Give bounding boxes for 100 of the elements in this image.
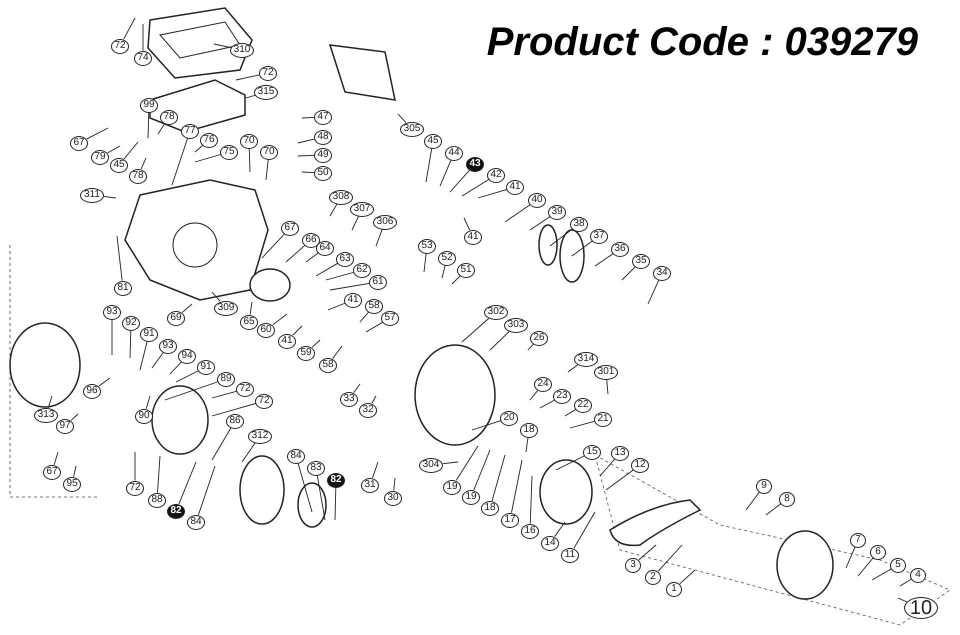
- leader-line: [572, 240, 593, 256]
- callout-number: 83: [307, 460, 325, 476]
- callout-number: 86: [226, 414, 244, 428]
- callout-number: 96: [83, 384, 101, 398]
- leader-line: [298, 154, 314, 156]
- leader-line: [442, 264, 446, 278]
- callout-number: 22: [574, 398, 592, 412]
- callout-number: 39: [548, 204, 566, 220]
- leader-line: [146, 396, 150, 410]
- leader-line: [103, 196, 116, 198]
- callout-number: 3: [625, 558, 641, 572]
- callout-number: 31: [361, 478, 379, 492]
- leader-line: [568, 364, 579, 372]
- leader-line: [330, 283, 370, 290]
- callout-number: 26: [530, 330, 548, 346]
- leader-line: [393, 478, 396, 491]
- callout-number: 40: [528, 192, 546, 208]
- leader-line: [214, 44, 232, 48]
- leader-line: [272, 314, 288, 326]
- callout-number: 13: [611, 446, 629, 460]
- leader-line: [679, 570, 696, 584]
- callout-number: 61: [369, 274, 387, 290]
- callout-number: 18: [481, 500, 499, 516]
- callout-number: 23: [553, 388, 571, 404]
- leader-line: [846, 546, 856, 568]
- leader-line: [298, 462, 312, 512]
- leader-line: [140, 340, 148, 370]
- leader-line: [600, 458, 616, 476]
- callout-number: 19: [443, 480, 461, 494]
- callout-number: 58: [365, 298, 383, 314]
- leader-line: [302, 172, 314, 174]
- callout-number: 14: [541, 536, 559, 550]
- leader-line: [442, 462, 458, 464]
- callout-number: 36: [611, 242, 629, 256]
- callout-number: 91: [197, 360, 215, 374]
- callout-number: 51: [457, 262, 475, 278]
- callout-number: 16: [521, 524, 539, 538]
- callout-number: 48: [314, 130, 332, 144]
- leader-line: [266, 159, 269, 180]
- leader-line: [464, 218, 470, 230]
- callout-number: 6: [870, 544, 886, 560]
- callout-number: 44: [445, 146, 463, 160]
- callout-number: 79: [91, 150, 109, 164]
- callout-number: 65: [240, 314, 258, 330]
- leader-line: [246, 94, 256, 98]
- callout-number: 62: [353, 262, 371, 278]
- leader-line: [242, 442, 256, 462]
- callout-number: 4: [910, 568, 926, 582]
- callout-number: 92: [122, 316, 140, 330]
- leader-line: [178, 462, 196, 504]
- callout-number: 308: [329, 190, 353, 204]
- callout-number: 70: [260, 144, 278, 160]
- leader-line: [73, 466, 76, 478]
- callout-number: 82: [327, 472, 345, 488]
- callout-number: 41: [464, 230, 482, 244]
- callout-number: 59: [297, 346, 315, 360]
- leader-line: [472, 420, 502, 430]
- callout-number: 95: [63, 476, 81, 492]
- callout-number: 81: [114, 280, 132, 296]
- leader-line: [462, 318, 490, 342]
- callout-number: 24: [534, 376, 552, 392]
- callout-number: 33: [340, 392, 358, 406]
- callout-number: 93: [103, 304, 121, 320]
- leader-line: [658, 544, 682, 572]
- callout-number: 9: [756, 478, 772, 494]
- leader-line: [182, 304, 192, 314]
- leader-line: [164, 381, 218, 400]
- callout-number: 67: [43, 464, 61, 480]
- callout-number: 304: [419, 458, 443, 472]
- callout-number: 57: [381, 310, 399, 326]
- callout-number: 2: [645, 570, 661, 584]
- leader-line: [306, 252, 319, 262]
- callout-number: 58: [319, 358, 337, 372]
- callout-number: 7: [850, 532, 866, 548]
- leader-line: [872, 568, 892, 580]
- callout-number: 38: [570, 216, 588, 232]
- callout-number: 41: [278, 334, 296, 348]
- leader-line: [140, 158, 146, 170]
- callout-number: 303: [504, 318, 528, 332]
- callout-number: 10: [904, 597, 938, 619]
- callout-number: 67: [70, 136, 88, 150]
- leader-line: [107, 146, 120, 154]
- callout-number: 69: [167, 310, 185, 326]
- callout-number: 75: [220, 144, 238, 160]
- leader-line: [606, 379, 608, 394]
- leader-line: [330, 204, 338, 216]
- leader-line: [898, 598, 908, 602]
- callout-number: 315: [254, 84, 278, 100]
- callout-number: 41: [506, 180, 524, 194]
- product-code-title: Product Code : 039279: [486, 20, 918, 65]
- callout-number: 53: [418, 238, 436, 254]
- leader-line: [638, 544, 656, 560]
- callout-number: 32: [359, 402, 377, 418]
- leader-line: [48, 396, 52, 408]
- leader-line: [292, 326, 302, 336]
- leader-line: [622, 266, 636, 280]
- leader-line: [302, 116, 314, 118]
- leader-line: [70, 414, 78, 421]
- leader-line: [170, 361, 182, 374]
- leader-line: [148, 112, 150, 138]
